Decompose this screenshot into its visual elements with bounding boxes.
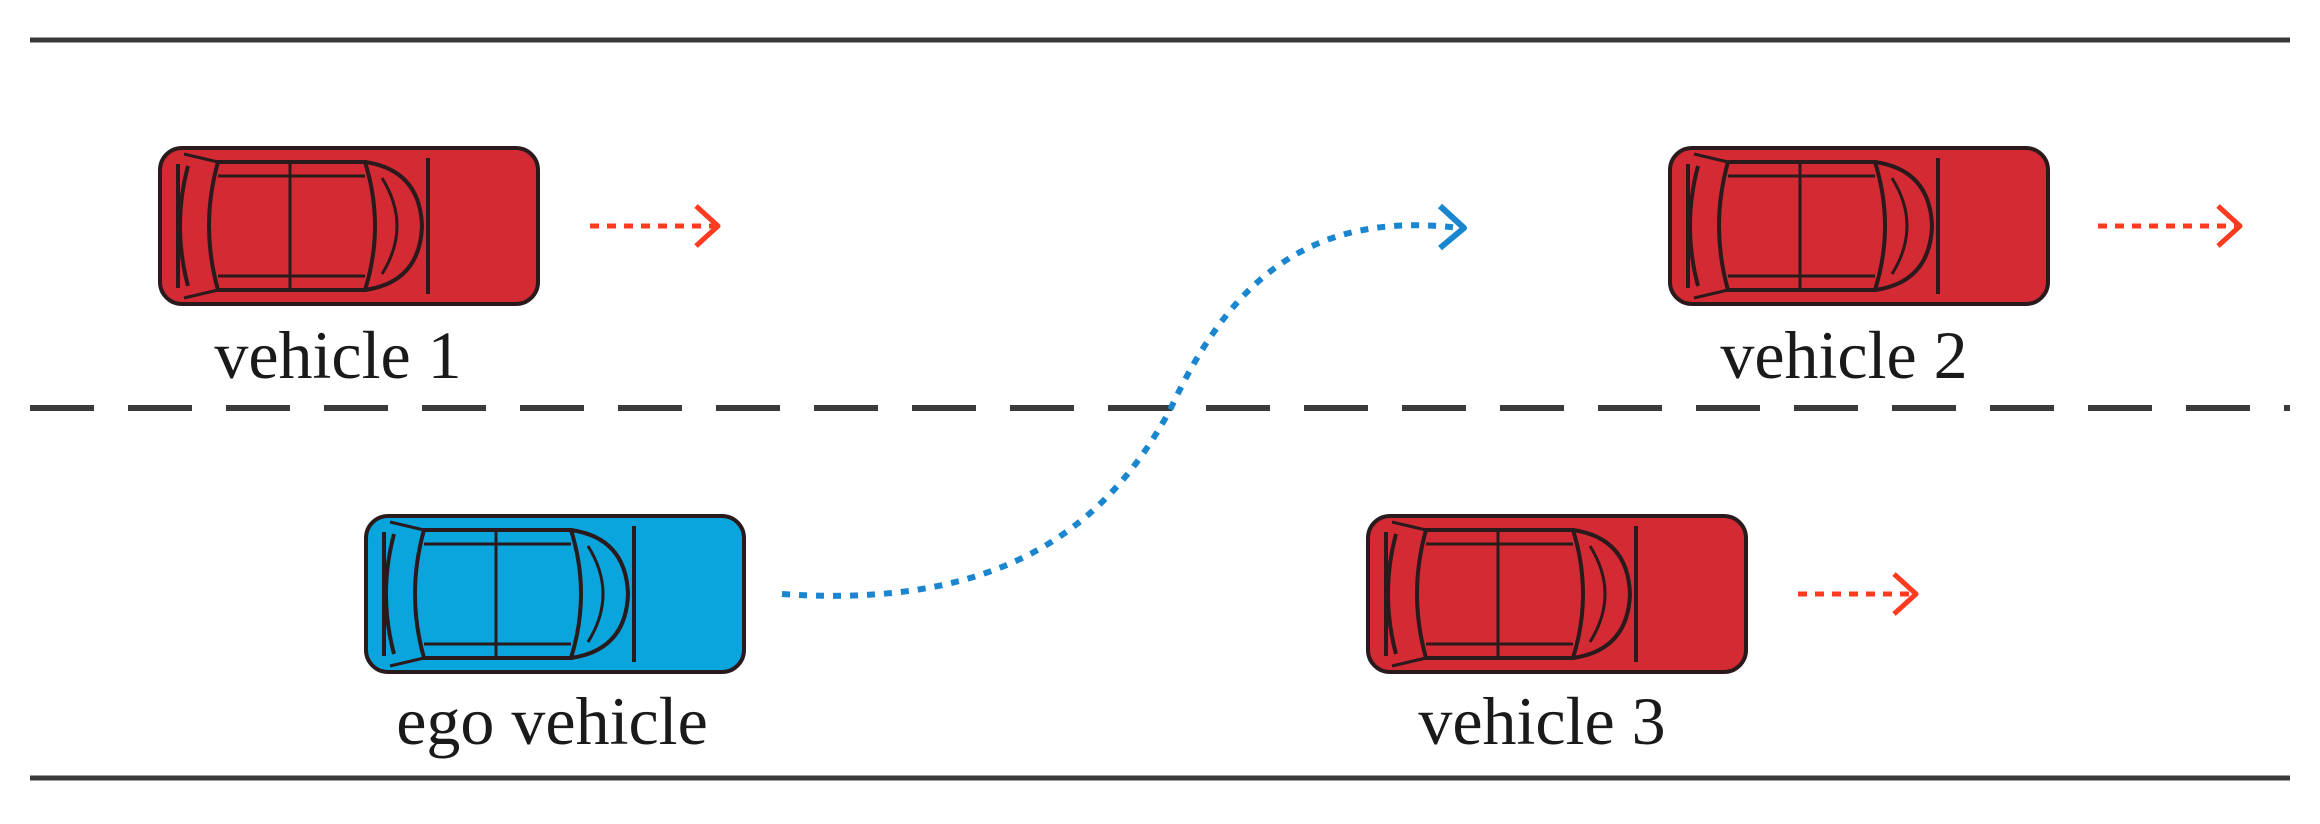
vehicle-3-label: vehicle 3 bbox=[1418, 683, 1665, 759]
lane-change-path bbox=[781, 222, 1461, 599]
vehicle-1: vehicle 1 bbox=[158, 146, 721, 393]
vehicle-3: vehicle 3 bbox=[1366, 514, 1919, 759]
car-top-view-icon bbox=[364, 514, 746, 674]
car-top-view-icon bbox=[1366, 514, 1748, 674]
ego-vehicle: ego vehicle bbox=[364, 203, 1467, 759]
arrow-head bbox=[1892, 572, 1919, 616]
arrow-head bbox=[2216, 204, 2243, 248]
vehicle-1-label: vehicle 1 bbox=[214, 317, 461, 393]
dotted-curve-arrow-icon bbox=[1437, 203, 1467, 251]
car-top-view-icon bbox=[1668, 146, 2050, 306]
ego-vehicle-label: ego vehicle bbox=[396, 683, 708, 759]
vehicle-2-label: vehicle 2 bbox=[1720, 317, 1967, 393]
car-top-view-icon bbox=[158, 146, 540, 306]
vehicle-2: vehicle 2 bbox=[1668, 146, 2243, 393]
arrow-head bbox=[694, 204, 721, 248]
